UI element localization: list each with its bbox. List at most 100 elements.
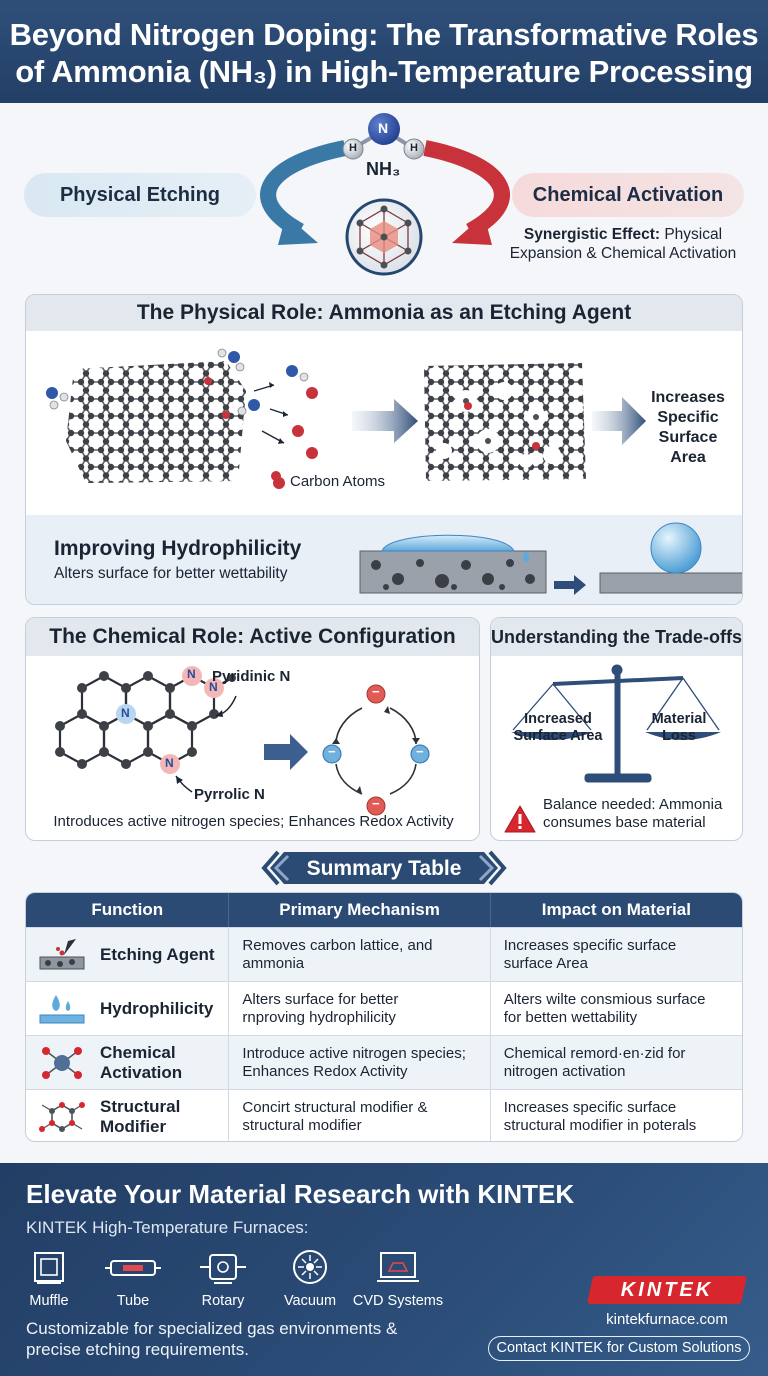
- ssa-line-3: Surface: [658, 429, 718, 446]
- fn-4-line-1: Structural: [100, 1096, 181, 1116]
- impact-4-line-1: Increases specific surface: [503, 1098, 677, 1116]
- title-line-1: Beyond Nitrogen Doping: The Transformati…: [9, 17, 759, 52]
- nh3-label: NH₃: [366, 159, 401, 179]
- footer-note: Customizable for specialized gas environ…: [26, 1318, 456, 1360]
- pyridinic-n-atom-icon: [182, 666, 202, 686]
- electron-symbol-left: −: [328, 744, 336, 759]
- balance-scale-icon: [511, 664, 721, 783]
- note-line-2: consumes base material: [543, 814, 706, 831]
- n-symbol-pyridinic-2: N: [209, 680, 218, 694]
- vacuum-furnace-icon: [293, 1250, 327, 1284]
- etching-diagram: [46, 348, 646, 483]
- ssa-line-2: Specific: [657, 409, 719, 426]
- furnace-tube[interactable]: Tube: [98, 1249, 168, 1309]
- header-mechanism: Primary Mechanism: [229, 893, 491, 927]
- hydrophilicity-subtitle: Alters surface for better wettability: [54, 565, 288, 582]
- summary-title-banner: Summary Table: [258, 850, 510, 886]
- n-symbol-pyridinic: N: [187, 667, 196, 681]
- page-header: Beyond Nitrogen Doping: The Transformati…: [0, 0, 768, 103]
- furnace-label-muffle: Muffle: [29, 1293, 69, 1309]
- synergy-rest-1: Physical: [660, 226, 723, 243]
- hero-section: N H H NH₃ Physical Etching Chemical Acti…: [0, 103, 768, 288]
- electron-symbol-bottom: −: [372, 796, 380, 811]
- pyrrolic-n-atom-icon: [160, 754, 180, 774]
- hydrophilicity-title: Improving Hydrophilicity: [54, 537, 302, 560]
- ssa-line-1: Increases: [651, 389, 725, 406]
- tradeoff-title: Understanding the Trade-offs: [491, 618, 742, 656]
- mech-1-line-1: Removes carbon lattice, and: [242, 936, 433, 954]
- intact-lattice-icon: [66, 361, 246, 483]
- physical-etching-pill: Physical Etching: [24, 173, 256, 217]
- pyridinic-label: Pyridinic N: [212, 668, 291, 685]
- warning-triangle-icon: [504, 805, 536, 833]
- carbon-legend-icon: [273, 477, 285, 489]
- footer-note-line-1: Customizable for specialized gas environ…: [26, 1319, 398, 1338]
- furnace-muffle[interactable]: Muffle: [14, 1249, 84, 1309]
- synergy-text: Synergistic Effect: Physical Expansion &…: [498, 225, 748, 263]
- table-row: Etching Agent Removes carbon lattice, an…: [26, 927, 742, 981]
- impact-1-line-1: Increases specific surface: [503, 936, 677, 954]
- carbon-atoms-label: Carbon Atoms: [290, 473, 386, 490]
- chemical-role-panel: The Chemical Role: Active Configuration: [25, 617, 480, 841]
- furnace-cvd[interactable]: CVD Systems: [350, 1249, 446, 1309]
- right-line-2: Loss: [662, 728, 696, 744]
- droplet-icon: [39, 994, 85, 1023]
- process-arrow-icon: [352, 399, 418, 443]
- chemical-role-title: The Chemical Role: Active Configuration: [26, 618, 479, 656]
- fn-3-line-1: Chemical: [100, 1042, 176, 1062]
- hydrophilicity-strip: Improving Hydrophilicity Alters surface …: [26, 515, 742, 604]
- impact-1-line-2: surface Area: [503, 954, 588, 972]
- furnace-vacuum[interactable]: Vacuum: [275, 1249, 345, 1309]
- pyrrolic-label: Pyrrolic N: [194, 786, 265, 803]
- fn-2-line-1: Hydrophilicity: [100, 998, 214, 1018]
- mech-2-line-2: rnproving hydrophilicity: [242, 1008, 396, 1026]
- smooth-substrate-icon: [599, 572, 742, 594]
- increased-surface-label: Increased Surface Area: [503, 711, 613, 745]
- impact-2-line-1: Alters wilte consmious surface: [503, 990, 706, 1008]
- electron-symbol-right: −: [416, 744, 424, 759]
- molecule-icon: [42, 1046, 82, 1079]
- rotary-furnace-icon: [200, 1254, 246, 1284]
- chemical-activation-pill: Chemical Activation: [512, 173, 744, 217]
- result-arrow-icon: [592, 397, 646, 445]
- hydrogen-symbol-left: H: [349, 142, 357, 154]
- footer-cta: Elevate Your Material Research with KINT…: [0, 1163, 768, 1376]
- header-impact: Impact on Material: [541, 900, 691, 919]
- banner-chevrons-icon: [261, 850, 507, 886]
- chemical-arrow: [423, 140, 510, 239]
- furnace-label-cvd: CVD Systems: [352, 1293, 444, 1309]
- furnace-label-vacuum: Vacuum: [283, 1293, 337, 1309]
- impact-4-line-2: structural modifier in poterals: [503, 1116, 697, 1134]
- nitrogen-configuration-diagram: [55, 666, 430, 816]
- title-line-2: of Ammonia (NH₃) in High-Temperature Pro…: [15, 54, 753, 89]
- nitrogen-atom-icon: [368, 113, 400, 145]
- kintek-logo[interactable]: KINTEK: [587, 1276, 747, 1304]
- n-symbol-pyrrolic: N: [165, 756, 174, 770]
- furnace-label-rotary: Rotary: [201, 1293, 245, 1309]
- footer-title: Elevate Your Material Research with KINT…: [26, 1179, 575, 1209]
- table-row: Hydrophilicity Alters surface for better…: [26, 981, 742, 1035]
- left-line-1: Increased: [524, 711, 592, 727]
- contact-button[interactable]: Contact KINTEK for Custom Solutions: [488, 1336, 750, 1361]
- fn-4-line-2: Modifier: [100, 1116, 167, 1136]
- ssa-line-4: Area: [670, 449, 706, 466]
- tradeoff-panel: Understanding the Trade-offs Increased S…: [490, 617, 743, 841]
- mech-2-line-1: Alters surface for better: [242, 990, 399, 1008]
- balance-note: Balance needed: Ammonia consumes base ma…: [543, 796, 739, 832]
- spread-droplet-icon: [381, 534, 515, 552]
- website-link[interactable]: kintekfurnace.com: [606, 1311, 728, 1328]
- etched-lattice-icon: [424, 363, 586, 481]
- structure-icon: [39, 1101, 85, 1132]
- furnace-rotary[interactable]: Rotary: [188, 1249, 258, 1309]
- physical-role-panel: The Physical Role: Ammonia as an Etching…: [25, 294, 743, 605]
- physical-role-title: The Physical Role: Ammonia as an Etching…: [26, 295, 742, 331]
- mech-1-line-2: ammonia: [242, 954, 305, 972]
- chemical-caption: Introduces active nitrogen species; Enha…: [53, 813, 454, 830]
- summary-title: Summary Table: [306, 857, 462, 880]
- page-title: Beyond Nitrogen Doping: The Transformati…: [0, 16, 768, 90]
- beaded-droplet-icon: [650, 522, 702, 574]
- synergy-rest-2: Expansion & Chemical Activation: [509, 245, 737, 262]
- right-line-1: Material: [651, 711, 707, 727]
- cvd-system-icon: [377, 1252, 419, 1282]
